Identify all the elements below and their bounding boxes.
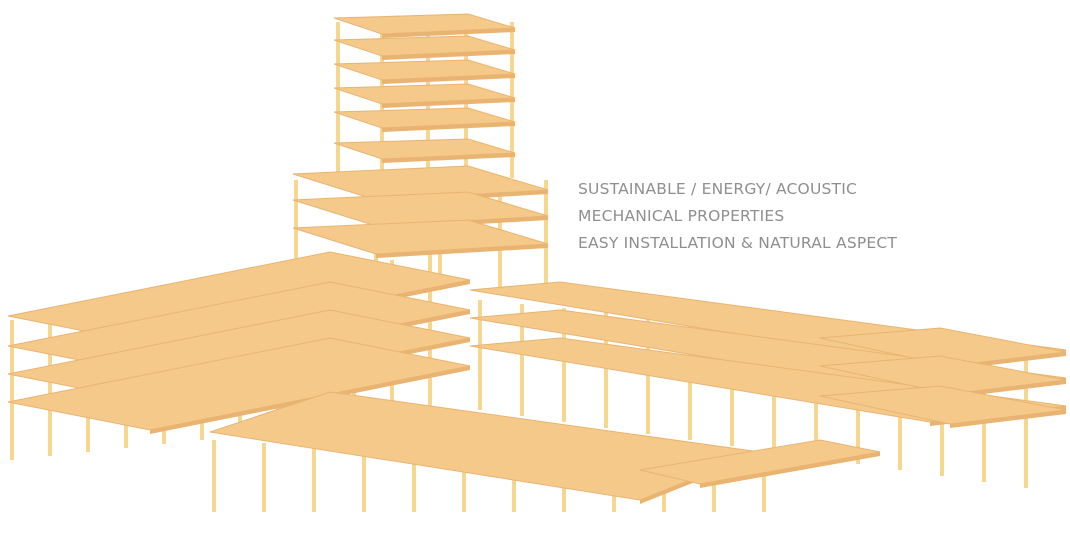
right-end-slab-2-edge [950,410,1066,428]
caption-line-1: SUSTAINABLE / ENERGY/ ACOUSTIC [578,180,858,198]
tower-slab-3-edge [382,98,515,108]
caption-line-3: EASY INSTALLATION & NATURAL ASPECT [578,234,898,252]
slabs-layer [7,13,1067,504]
base-block-slab-2-edge [376,244,548,258]
tower-slab-5-edge [382,153,515,163]
tower-slab-4-edge [382,122,515,132]
caption: SUSTAINABLE / ENERGY/ ACOUSTIC MECHANICA… [578,176,1058,257]
tower-slab-2-edge [382,74,515,84]
tower-slab-0-edge [382,28,515,38]
front-wing-slab-1-edge [700,452,880,488]
caption-line-2: MECHANICAL PROPERTIES [578,207,785,225]
tower-slab-1-edge [382,50,515,60]
front-wing-slab-0 [209,391,762,501]
